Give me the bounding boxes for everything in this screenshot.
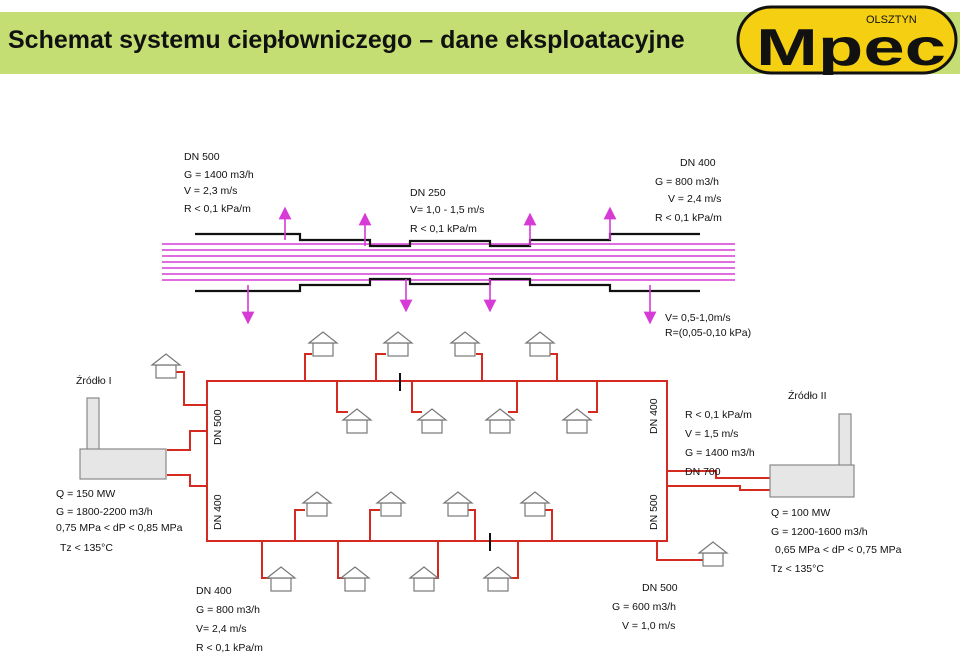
svg-text:0,65 MPa < dP < 0,75 MPa: 0,65 MPa < dP < 0,75 MPa	[775, 544, 902, 556]
main-pipe-outline	[195, 232, 700, 293]
svg-text:Q = 150 MW: Q = 150 MW	[56, 488, 115, 500]
pipe-label-left-upper: DN 500	[212, 409, 224, 445]
svg-text:V= 2,4 m/s: V= 2,4 m/s	[196, 623, 246, 635]
svg-text:Tz < 135°C: Tz < 135°C	[771, 563, 824, 575]
svg-text:R < 0,1 kPa/m: R < 0,1 kPa/m	[655, 212, 722, 224]
svg-text:R < 0,1 kPa/m: R < 0,1 kPa/m	[685, 409, 752, 421]
valves	[399, 373, 491, 551]
label-top-dn500: DN 500 G = 1400 m3/h V = 2,3 m/s R < 0,1…	[184, 151, 254, 215]
svg-text:V = 1,5 m/s: V = 1,5 m/s	[685, 428, 738, 440]
pipe-label-left-lower: DN 400	[212, 494, 224, 530]
pipe-label-right-upper: DN 400	[648, 398, 660, 434]
logo-city: OLSZTYN	[866, 14, 917, 26]
svg-text:Tz < 135°C: Tz < 135°C	[60, 542, 113, 554]
label-branch-velocity: V= 0,5-1,0m/s R=(0,05-0,10 kPa)	[665, 312, 751, 339]
svg-text:Q = 100 MW: Q = 100 MW	[771, 507, 830, 519]
svg-text:DN 250: DN 250	[410, 187, 446, 199]
source-1-plant	[79, 397, 167, 480]
svg-text:R < 0,1 kPa/m: R < 0,1 kPa/m	[410, 223, 477, 235]
mpec-logo: OLSZTYN Mpec	[736, 5, 958, 75]
svg-text:DN 500: DN 500	[184, 151, 220, 163]
right-pipe-info: R < 0,1 kPa/m V = 1,5 m/s G = 1400 m3/h …	[685, 409, 755, 478]
bottom-right-info: DN 500 G = 600 m3/h V = 1,0 m/s	[612, 582, 678, 632]
svg-text:0,75 MPa < dP < 0,85 MPa: 0,75 MPa < dP < 0,85 MPa	[56, 522, 183, 534]
label-top-dn250: DN 250 V= 1,0 - 1,5 m/s R < 0,1 kPa/m	[410, 187, 484, 235]
svg-text:DN 700: DN 700	[685, 466, 721, 478]
flow-arrows	[241, 206, 657, 325]
consumer-houses	[151, 331, 728, 592]
svg-text:R=(0,05-0,10 kPa): R=(0,05-0,10 kPa)	[665, 327, 751, 339]
svg-text:Źródło I: Źródło I	[76, 374, 112, 387]
svg-text:Źródło II: Źródło II	[788, 389, 827, 402]
svg-text:V = 1,0 m/s: V = 1,0 m/s	[622, 620, 675, 632]
svg-text:DN 500: DN 500	[642, 582, 678, 594]
label-top-dn400: DN 400 G = 800 m3/h V = 2,4 m/s R < 0,1 …	[655, 157, 722, 224]
svg-text:DN 400: DN 400	[680, 157, 716, 169]
svg-text:G = 1800-2200 m3/h: G = 1800-2200 m3/h	[56, 506, 153, 518]
svg-text:G = 800 m3/h: G = 800 m3/h	[196, 604, 260, 616]
svg-text:V= 1,0 - 1,5 m/s: V= 1,0 - 1,5 m/s	[410, 204, 484, 216]
svg-text:G = 1400 m3/h: G = 1400 m3/h	[184, 169, 254, 181]
pipe-label-right-lower: DN 500	[648, 494, 660, 530]
svg-text:G = 800 m3/h: G = 800 m3/h	[655, 176, 719, 188]
source-2-info: Źródło II Q = 100 MW G = 1200-1600 m3/h …	[771, 389, 902, 575]
svg-text:DN 400: DN 400	[196, 585, 232, 597]
bottom-left-info: DN 400 G = 800 m3/h V= 2,4 m/s R < 0,1 k…	[196, 585, 263, 654]
page-title: Schemat systemu ciepłowniczego – dane ek…	[8, 26, 685, 54]
svg-text:V = 2,4 m/s: V = 2,4 m/s	[668, 193, 721, 205]
magenta-pipe-bundle	[162, 243, 735, 281]
svg-text:V= 0,5-1,0m/s: V= 0,5-1,0m/s	[665, 312, 731, 324]
svg-text:G = 600 m3/h: G = 600 m3/h	[612, 601, 676, 613]
source-2-plant	[769, 413, 855, 498]
svg-text:V = 2,3 m/s: V = 2,3 m/s	[184, 185, 237, 197]
red-network	[167, 353, 770, 579]
source-1-info: Źródło I Q = 150 MW G = 1800-2200 m3/h 0…	[56, 374, 183, 554]
svg-text:G = 1200-1600 m3/h: G = 1200-1600 m3/h	[771, 526, 868, 538]
svg-text:R < 0,1 kPa/m: R < 0,1 kPa/m	[196, 642, 263, 654]
logo-text: Mpec	[756, 19, 946, 75]
svg-text:G = 1400 m3/h: G = 1400 m3/h	[685, 447, 755, 459]
svg-text:R < 0,1 kPa/m: R < 0,1 kPa/m	[184, 203, 251, 215]
